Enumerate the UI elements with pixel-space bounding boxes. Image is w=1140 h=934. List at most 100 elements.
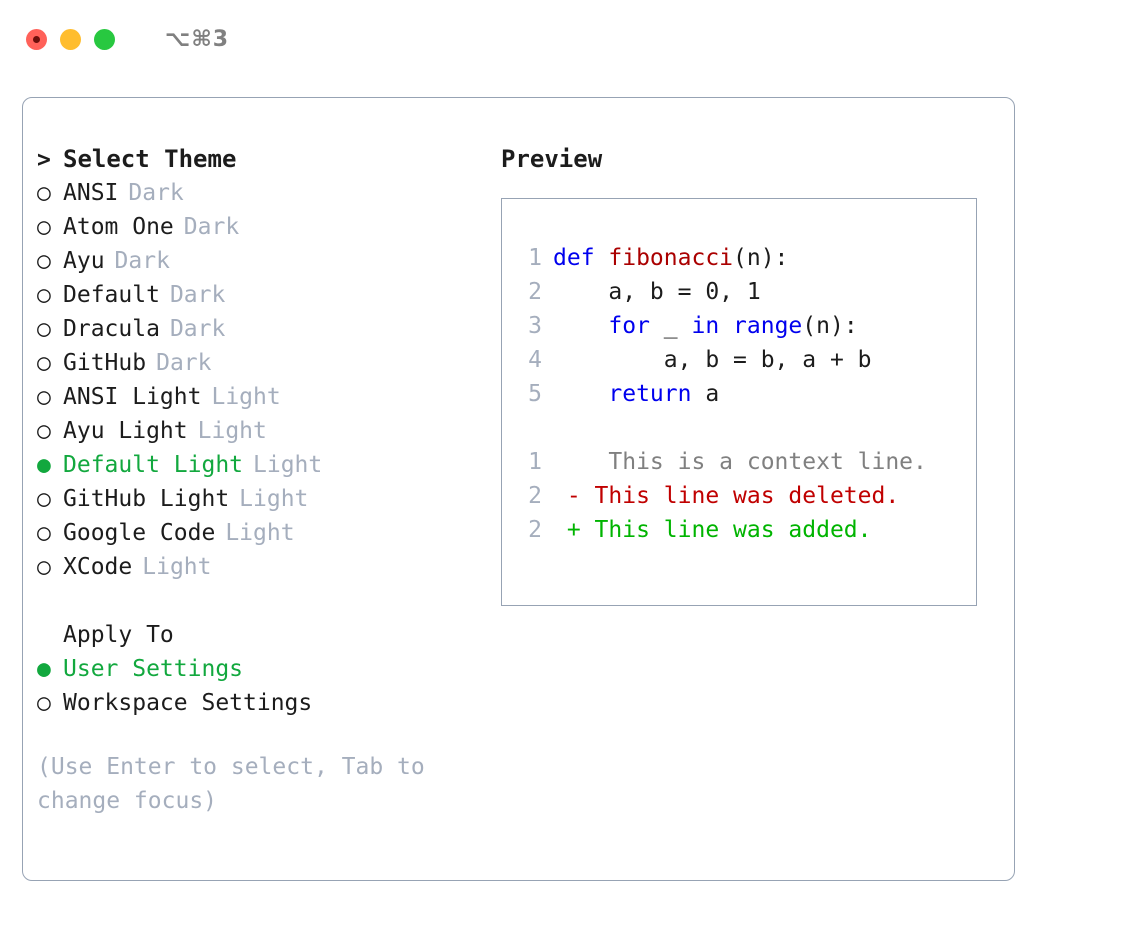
radio-selected-icon[interactable]: ● [37,656,51,682]
line-number: 3 [528,313,542,339]
code-token: (n): [802,313,858,339]
radio-unselected-icon[interactable]: ○ [37,418,51,444]
diff-line: 2 - This line was deleted. [516,479,927,513]
code-token [553,309,608,343]
diff-line: 1 This is a context line. [516,445,927,479]
diff-line: 2 + This line was added. [516,513,927,547]
code-line: 2 a, b = 0, 1 [516,275,927,309]
theme-list-item[interactable]: ○ GitHub Light Light [37,482,497,516]
code-line: 3 for _ in range(n): [516,309,927,343]
preview-title: Preview [501,145,603,173]
theme-variant-label: Light [197,418,267,444]
theme-variant-label: Light [225,520,295,546]
radio-unselected-icon[interactable]: ○ [37,180,51,206]
theme-list-item[interactable]: ○ Ayu Light Light [37,414,497,448]
theme-list-item[interactable]: ○ Ayu Dark [37,244,497,278]
radio-unselected-icon[interactable]: ○ [37,520,51,546]
title-bar: ⌥⌘3 [0,0,1140,78]
apply-panel-heading: Apply To [37,618,497,652]
radio-selected-icon[interactable]: ● [37,452,51,478]
code-line: 4 a, b = b, a + b [516,343,927,377]
theme-variant-label: Light [142,554,212,580]
diff-line-text: - This line was deleted. [553,483,900,509]
code-token: in [691,313,720,339]
diff-line-text: This is a context line. [553,449,927,475]
close-button-icon[interactable] [26,28,47,50]
code-token: _ [649,313,692,339]
radio-unselected-icon[interactable]: ○ [37,554,51,580]
apply-to-item[interactable]: ○ Workspace Settings [37,686,497,720]
theme-name-label: Default [63,282,160,308]
theme-list-item[interactable]: ○ Atom One Dark [37,210,497,244]
apply-to-item[interactable]: ● User Settings [37,652,497,686]
radio-unselected-icon[interactable]: ○ [37,214,51,240]
keyboard-hint-text: (Use Enter to select, Tab to change focu… [37,754,439,814]
radio-unselected-icon[interactable]: ○ [37,350,51,376]
theme-variant-label: Dark [128,180,184,206]
theme-name-label: ANSI Light [63,384,202,410]
apply-heading-spacer [37,618,63,652]
apply-to-label: Apply To [63,622,174,648]
theme-name-label: XCode [63,554,133,580]
radio-unselected-icon[interactable]: ○ [37,316,51,342]
theme-variant-label: Dark [169,282,226,308]
radio-unselected-icon[interactable]: ○ [37,690,51,716]
radio-unselected-icon[interactable]: ○ [37,384,51,410]
radio-unselected-icon[interactable]: ○ [37,282,51,308]
code-token [719,309,733,343]
line-number: 2 [528,279,542,305]
radio-unselected-icon[interactable]: ○ [37,486,51,512]
code-token: range [733,313,803,339]
theme-list-item[interactable]: ○ Google Code Light [37,516,497,550]
code-token: def [553,245,609,271]
theme-name-label: Atom One [63,214,174,240]
line-number: 5 [528,381,542,407]
code-blank-line [516,411,927,445]
theme-name-label: Ayu Light [63,418,188,444]
theme-name-label: Default Light [63,452,244,478]
code-line: 1 def fibonacci(n): [516,241,927,275]
line-number: 4 [528,347,542,373]
line-number: 1 [528,449,542,475]
zoom-button-icon[interactable] [94,28,115,50]
theme-variant-label: Light [253,452,323,478]
apply-to-item-label: Workspace Settings [63,690,313,716]
theme-name-label: GitHub [63,350,147,376]
theme-name-label: Google Code [63,520,216,546]
code-token: (n): [733,245,789,271]
theme-variant-label: Light [239,486,309,512]
code-token: a, b = 0, 1 [553,279,761,305]
heading-caret-icon: > [37,147,51,173]
radio-unselected-icon[interactable]: ○ [37,248,51,274]
pane-spacer [37,584,497,618]
theme-name-label: GitHub Light [63,486,230,512]
theme-list-item[interactable]: ○ XCode Light [37,550,497,584]
line-number: 2 [528,517,542,543]
theme-panel-heading: > Select Theme [37,142,497,176]
theme-list-item[interactable]: ○ Default Dark [37,278,497,312]
line-number: 2 [528,483,542,509]
theme-name-label: Ayu [63,248,105,274]
diff-line-text: + This line was added. [553,517,872,543]
theme-list-item[interactable]: ● Default Light Light [37,448,497,482]
code-token: fibonacci [608,245,734,271]
theme-variant-label: Dark [183,214,240,240]
page-title: Select Theme [63,145,237,173]
theme-variant-label: Dark [114,248,170,274]
apply-to-list: ● User Settings ○ Workspace Settings [37,652,497,720]
line-number: 1 [528,245,542,271]
minimize-button-icon[interactable] [60,28,81,50]
apply-to-item-label: User Settings [63,656,244,682]
keyboard-shortcut-label: ⌥⌘3 [165,26,230,52]
